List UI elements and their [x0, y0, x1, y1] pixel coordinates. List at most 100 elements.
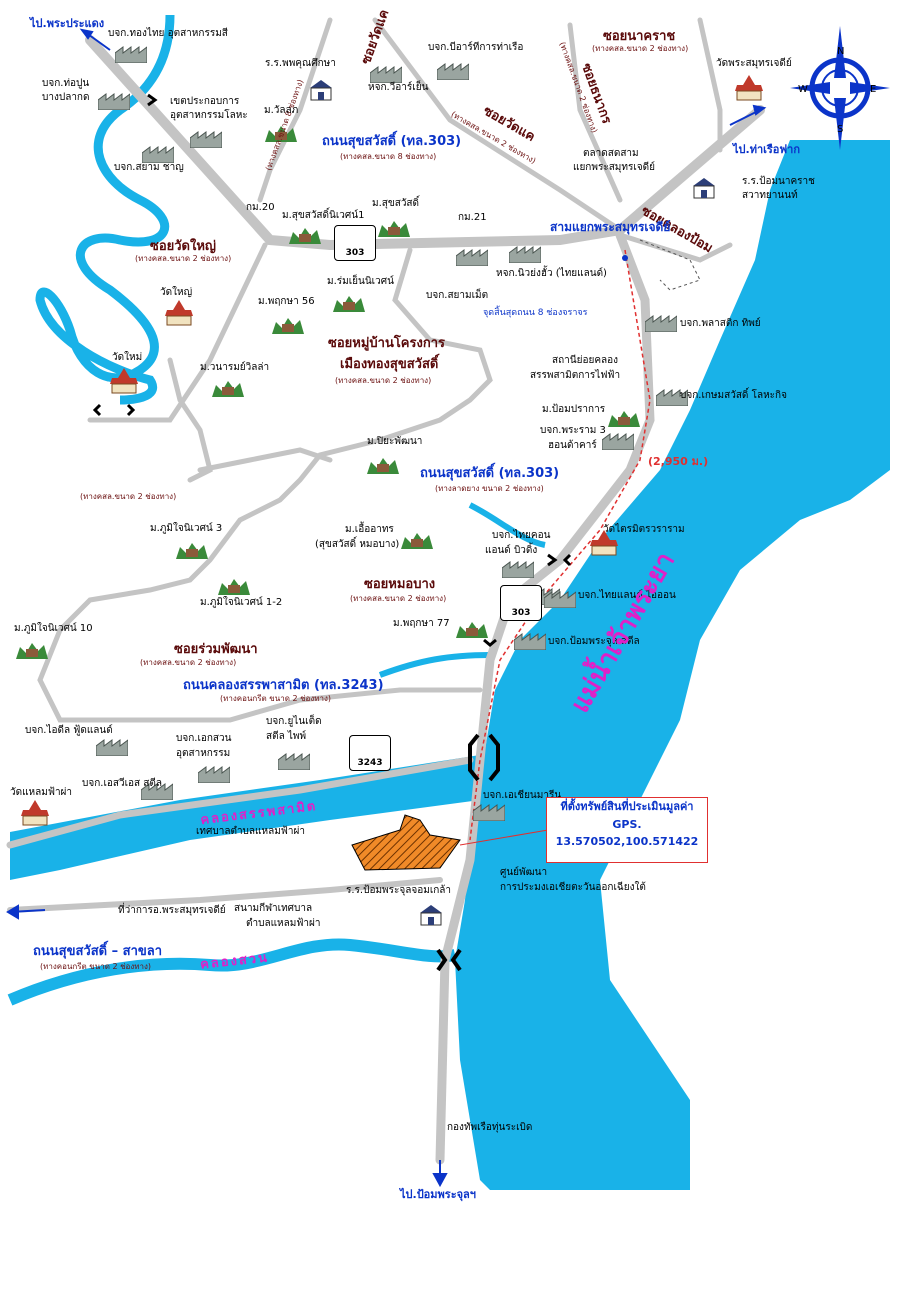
place-fishery-2: การประมงเอเชียตะวันออกเฉียงใต้ — [500, 882, 646, 893]
place-idealfood: บจก.ไอดีล ฟู้ดแลนด์ — [25, 725, 113, 736]
label-to-pomphrachun: ไป.ป้อมพระจุลฯ — [400, 1188, 476, 1201]
place-substation-2: สรรพสามิตการไฟฟ้า — [530, 370, 621, 381]
factory-icon — [472, 803, 506, 822]
label-to-ferry: ไป.ท่าเรือฟาก — [733, 143, 801, 156]
place-piyapattana: ม.ปิยะพัฒนา — [367, 436, 423, 447]
property-line2: GPS. — [612, 817, 642, 831]
village-icon — [212, 375, 244, 397]
village-icon — [265, 120, 297, 142]
label-to-pradaeng: ไป.พระประแดง — [30, 17, 105, 30]
svg-text:S: S — [837, 124, 843, 135]
place-wanaram: ม.วนารมย์วิลล่า — [200, 362, 270, 373]
place-newyongyao: หจก.นิวย่งฮั้ว (ไทยแลนด์) — [496, 268, 607, 279]
place-phumjai10: ม.ภูมิใจนิเวศน์ 10 — [14, 623, 93, 634]
school-icon — [418, 905, 450, 926]
road-network — [6, 17, 765, 1165]
place-watdraimit: วัดไตรมิตรวราราม — [603, 524, 685, 535]
place-stadium-2: ตำบลแหลมฟ้าผ่า — [246, 918, 321, 929]
highway-shield-303-b: 303 — [500, 585, 542, 621]
soi-village-line1: ซอยหมู่บ้านโครงการ — [328, 336, 445, 351]
property-line1: ที่ตั้งทรัพย์สินที่ประเมินมูลค่า — [560, 800, 694, 813]
village-icon — [367, 452, 399, 474]
place-fishery-1: ศูนย์พัฒนา — [500, 867, 548, 878]
svg-text:W: W — [798, 84, 808, 95]
soi-village-line2: เมืองทองสุขสวัสดิ์ — [340, 357, 439, 372]
factory-icon — [543, 590, 577, 609]
property-line3: 13.570502,100.571422 — [555, 835, 699, 849]
temple-icon — [588, 530, 620, 556]
place-asian: บจก.เอเชียนมารีน — [483, 790, 562, 801]
svg-text:E: E — [870, 84, 876, 95]
place-eksuan-2: อุตสาหกรรม — [176, 748, 231, 759]
soi-nakharat-sub: (ทางคสล.ขนาด 2 ช่องทาง) — [592, 44, 689, 53]
place-es: บจก.เอสวีเอส สตีล — [82, 778, 163, 789]
place-market-2: แยกพระสมุทรเจดีย์ — [573, 162, 655, 173]
factory-icon — [501, 560, 535, 579]
soi-ruampattana: ซอยร่วมพัฒนา — [174, 642, 258, 657]
factory-icon — [369, 65, 403, 84]
place-euarthorn-2: (สุขสวัสดิ์ หมอบาง) — [315, 539, 400, 550]
factory-icon — [601, 432, 635, 451]
stream-small-1 — [468, 502, 546, 548]
temple-icon — [108, 368, 140, 394]
factory-icon — [277, 752, 311, 771]
svg-text:N: N — [837, 46, 844, 57]
school-icon — [308, 80, 340, 101]
endpoint-marker — [622, 255, 628, 261]
place-tessaban: เทศบาลตำบลแหลมฟ้าผ่า — [196, 826, 305, 837]
place-substation-1: สถานีย่อยคลอง — [552, 355, 619, 366]
school-icon — [691, 178, 723, 199]
road-sukhumvit-mid-sub: (ทางลาดยาง ขนาด 2 ช่องทาง) — [435, 484, 544, 493]
place-watmai: วัดใหม่ — [112, 352, 143, 363]
place-thaicon-1: บจก.ไทยคอน — [492, 530, 551, 541]
road-khlong: ถนนคลองสรรพาสามิต (ทล.3243) — [183, 678, 384, 693]
place-united-1: บจก.ยูไนเต็ด — [266, 716, 322, 727]
factory-icon — [513, 632, 547, 651]
place-school-phutthikun: ร.ร.พพคุณศึกษา — [265, 58, 336, 69]
place-rompruen: ม.ร่มเย็นนิเวศน์ — [327, 276, 394, 287]
place-sukhsawat: ม.สุขสวัสดิ์ — [372, 198, 420, 209]
soi-nakharat: ซอยนาคราช — [603, 29, 676, 44]
village-icon — [401, 527, 433, 549]
place-market-1: ตลาดสดสาม — [583, 148, 639, 159]
chao-phraya-river — [455, 140, 890, 1190]
bridge-icon — [436, 733, 500, 972]
place-km21: กม.21 — [458, 212, 487, 223]
soi-watyai-sub: (ทางคสล.ขนาด 2 ช่องทาง) — [135, 254, 232, 263]
place-phumjai3: ม.ภูมิใจนิเวศน์ 3 — [150, 523, 223, 534]
place-watphrasamut: วัดพระสมุทรเจดีย์ — [716, 58, 792, 69]
factory-icon — [97, 92, 131, 111]
place-thaicon-2: แอนด์ บิวดิ้ง — [485, 545, 538, 556]
property-callout-line — [459, 829, 549, 846]
place-siamchai: บจก.สยาม ชาญ — [114, 162, 184, 173]
factory-icon — [455, 248, 489, 267]
place-plastic: บจก.พลาสติก ทิพย์ — [680, 318, 761, 329]
road-khlong-sub: (ทางคอนกรีต ขนาด 2 ช่องทาง) — [220, 694, 332, 703]
junction-arrows — [92, 93, 572, 647]
place-sukhsawat1: ม.สุขสวัสดิ์นิเวศน์1 — [282, 210, 365, 221]
factory-icon — [114, 45, 148, 64]
soi-ruampattana-sub: (ทางคสล.ขนาด 2 ช่องทาง) — [140, 658, 237, 667]
place-watlaem: วัดแหลมฟ้าผ่า — [10, 787, 73, 798]
place-phraram-1: บจก.พระราม 3 — [540, 425, 606, 436]
factory-icon — [95, 738, 129, 757]
factory-icon — [436, 62, 470, 81]
place-stadium-1: สนามกีฬาเทศบาล — [234, 903, 313, 914]
soi-village-sub: (ทางคสล.ขนาด 2 ช่องทาง) — [335, 376, 432, 385]
khlong-suan — [7, 938, 457, 1006]
soi-mombang-sub: (ทางคสล.ขนาด 2 ช่องทาง) — [350, 594, 447, 603]
place-pomphrachun-steel: บจก.ป้อมพระจุล สตีล — [548, 636, 640, 647]
factory-icon — [508, 245, 542, 264]
place-zone-1: เขตประกอบการ — [170, 96, 240, 107]
place-pruksa56: ม.พฤกษา 56 — [258, 296, 315, 307]
factory-icon — [141, 145, 175, 164]
place-distance: (2,950 ม.) — [648, 455, 709, 468]
place-district: ที่ว่าการอ.พระสมุทรเจดีย์ — [118, 905, 226, 916]
place-watyai: วัดใหญ่ — [160, 287, 193, 298]
road-sakha: ถนนสุขสวัสดิ์ – สาขลา — [33, 944, 163, 959]
factory-icon — [644, 314, 678, 333]
village-icon — [608, 405, 640, 427]
soi-watyai: ซอยวัดใหญ่ — [150, 239, 216, 254]
place-pomprakan: ม.ป้อมปราการ — [542, 404, 606, 415]
